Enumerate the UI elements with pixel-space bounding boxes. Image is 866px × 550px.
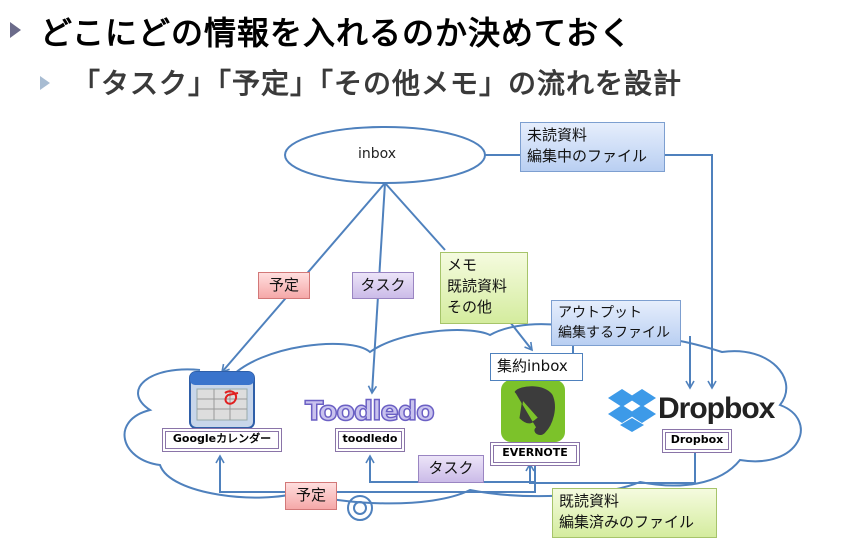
memo-other-box: メモ 既読資料 その他 — [440, 252, 528, 324]
consolidated-inbox-box: 集約inbox — [490, 353, 583, 381]
box-line: 既読資料 — [447, 277, 508, 295]
toodledo-logo: Toodledo — [304, 395, 435, 428]
sub-bullet-icon — [40, 76, 50, 90]
box-line: その他 — [447, 298, 493, 316]
inbox-label: inbox — [358, 146, 397, 162]
box-line: 編集中のファイル — [527, 147, 648, 165]
read-edited-box: 既読資料 編集済みのファイル — [552, 488, 717, 538]
slide-subtitle: 「タスク」「予定」「その他メモ」の流れを設計 — [72, 67, 683, 100]
schedule-bottom-tag: 予定 — [285, 482, 337, 510]
evernote-elephant-icon — [501, 380, 565, 442]
slide-title: どこにどの情報を入れるのか決めておく — [40, 14, 633, 52]
bullet-icon — [10, 22, 21, 38]
dropbox-box-icon — [608, 389, 656, 432]
box-line: メモ — [447, 256, 478, 274]
schedule-top-tag: 予定 — [258, 272, 310, 299]
box-line: アウトプット — [558, 305, 642, 321]
task-top-tag: タスク — [352, 272, 414, 299]
output-editing-box: アウトプット 編集するファイル — [551, 300, 681, 346]
box-line: 未読資料 — [527, 126, 588, 144]
toodledo-label: toodledo — [335, 428, 405, 452]
unread-editing-box: 未読資料 編集中のファイル — [520, 122, 665, 172]
spiral-icon — [347, 495, 373, 521]
dropbox-label: Dropbox — [662, 429, 732, 453]
cloud-shape — [123, 323, 802, 505]
task-bottom-tag: タスク — [418, 455, 484, 483]
box-line: 編集済みのファイル — [559, 513, 695, 531]
box-line: 編集するファイル — [558, 325, 670, 341]
calendar-icon — [189, 371, 255, 429]
dropbox-logo: Dropbox — [658, 392, 775, 425]
google-calendar-label: Googleカレンダー — [162, 428, 282, 452]
box-line: 既読資料 — [559, 492, 620, 510]
evernote-label: EVERNOTE — [490, 442, 580, 466]
